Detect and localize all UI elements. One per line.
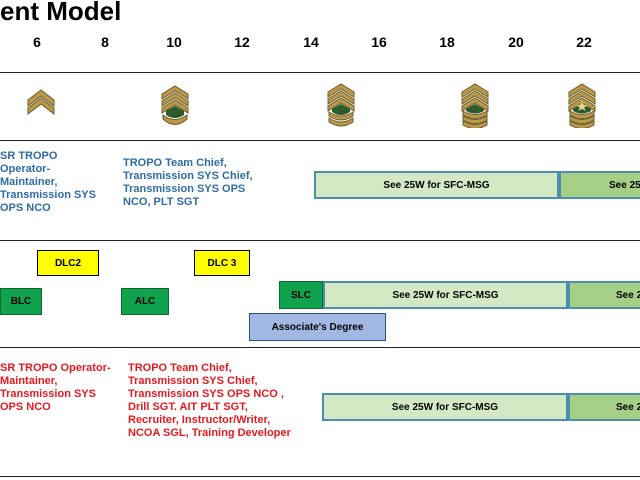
master-sergeant-chevron-icon: [461, 83, 489, 128]
blc-box: BLC: [0, 288, 42, 315]
operational-positions-mid: TROPO Team Chief, Transmission SYS Chief…: [123, 157, 253, 208]
dlc3-box: DLC 3: [194, 250, 250, 276]
page-title: ent Model: [0, 0, 122, 26]
timeline-bar: See 25W for SFC-MSG: [323, 281, 568, 309]
row-divider: [0, 476, 640, 477]
slc-box: SLC: [279, 281, 323, 309]
axis-tick: 10: [166, 34, 182, 50]
row-divider: [0, 72, 640, 73]
associates-degree-box: Associate's Degree: [249, 313, 386, 341]
timeline-bar: See 2: [568, 393, 640, 421]
row-divider: [0, 240, 640, 241]
assignment-positions-mid: TROPO Team Chief, Transmission SYS Chief…: [128, 362, 291, 439]
sergeant-first-class-chevron-icon: [327, 83, 355, 127]
axis-tick: 14: [303, 34, 319, 50]
axis-tick: 18: [439, 34, 455, 50]
axis-tick: 16: [371, 34, 387, 50]
alc-box: ALC: [121, 288, 169, 315]
axis-tick: 20: [508, 34, 524, 50]
timeline-bar: See 25W for SFC-MSG: [314, 171, 559, 199]
timeline-bar: See 25W for SFC-MSG: [322, 393, 568, 421]
row-divider: [0, 347, 640, 348]
first-sergeant-chevron-icon: [568, 83, 596, 128]
dlc2-box: DLC2: [37, 250, 99, 276]
axis-tick: 8: [101, 34, 109, 50]
row-divider: [0, 140, 640, 141]
staff-sergeant-chevron-icon: [161, 85, 189, 125]
assignment-positions-left: SR TROPO Operator- Maintainer, Transmiss…: [0, 362, 111, 413]
timeline-bar: See 25: [559, 171, 640, 199]
axis-tick: 22: [576, 34, 592, 50]
timeline-bar: See 2: [568, 281, 640, 309]
axis-tick: 12: [234, 34, 250, 50]
sergeant-chevron-icon: [27, 89, 55, 116]
operational-positions-left: SR TROPO Operator- Maintainer, Transmiss…: [0, 150, 96, 214]
axis-tick: 6: [33, 34, 41, 50]
